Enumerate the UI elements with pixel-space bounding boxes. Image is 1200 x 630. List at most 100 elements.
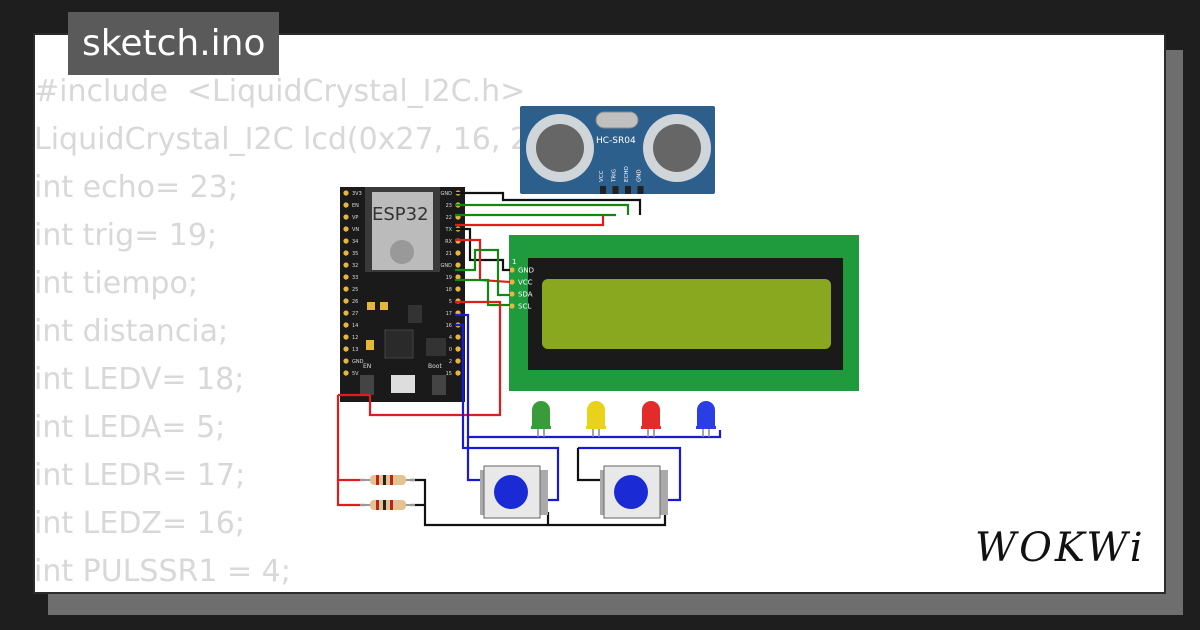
- esp32-label: ESP32: [372, 204, 429, 225]
- code-line: int LEDZ= 16;: [34, 506, 245, 541]
- esp32-pin-label: GND: [352, 359, 364, 365]
- lcd-pin1-label: 1: [512, 258, 516, 266]
- wire-lcd-vcc: [455, 238, 511, 284]
- wire-red-5v: [368, 300, 502, 417]
- esp32-pin[interactable]: [455, 250, 461, 256]
- led-0[interactable]: [531, 401, 551, 437]
- sensor-pin-label: TRIG: [612, 169, 618, 183]
- esp32-pin[interactable]: [343, 190, 349, 196]
- esp32-pin-label: 26: [352, 299, 358, 305]
- code-line: int tiempo;: [34, 266, 198, 301]
- wire-blue-2: [455, 323, 560, 502]
- wire-blue-3: [466, 437, 480, 482]
- resistor-2[interactable]: [360, 500, 415, 510]
- code-line: int trig= 19;: [34, 218, 218, 253]
- esp32-pin-label: 2: [449, 359, 452, 365]
- code-line: #include <LiquidCrystal_I2C.h>: [34, 74, 526, 109]
- wire-red-res2: [336, 480, 365, 507]
- lcd-pin[interactable]: [509, 279, 515, 285]
- led-1[interactable]: [586, 401, 606, 437]
- esp32-pin-label: RX: [445, 239, 452, 245]
- code-line: int LEDR= 17;: [34, 458, 246, 493]
- espressif-logo-icon: [390, 240, 414, 264]
- sensor-pin-label: ECHO: [624, 166, 630, 182]
- led-3[interactable]: [696, 401, 716, 437]
- wokwi-logo: WOKWi: [975, 525, 1146, 571]
- esp32-pin[interactable]: [455, 358, 461, 364]
- esp32-pin[interactable]: [343, 370, 349, 376]
- push-button-2[interactable]: [600, 465, 668, 519]
- wire-blue-4: [578, 446, 682, 502]
- lcd-pin[interactable]: [509, 291, 515, 297]
- en-label: EN: [363, 363, 371, 370]
- esp32-pin[interactable]: [455, 334, 461, 340]
- code-line: int LEDA= 5;: [34, 410, 226, 445]
- code-background: #include <LiquidCrystal_I2C.h>LiquidCrys…: [34, 68, 551, 596]
- esp32-pin-label: 27: [352, 311, 358, 317]
- lcd-pin[interactable]: [509, 303, 515, 309]
- esp32-pin-label: 22: [446, 215, 452, 221]
- esp32-pin-label: VP: [352, 215, 358, 221]
- esp32-pin[interactable]: [343, 250, 349, 256]
- esp32-pin-label: 3V3: [352, 191, 362, 197]
- esp32-pin[interactable]: [343, 262, 349, 268]
- resistor-1[interactable]: [360, 475, 415, 485]
- esp32-pin[interactable]: [455, 262, 461, 268]
- esp32-pin[interactable]: [343, 298, 349, 304]
- code-line: int distancia;: [34, 314, 229, 349]
- wire-echo-sensor: [455, 203, 630, 215]
- esp32-pin-label: 35: [352, 251, 358, 257]
- esp32-pin-label: 15: [446, 371, 452, 377]
- esp32-pin[interactable]: [455, 274, 461, 280]
- sensor-pin-label: GND: [637, 169, 643, 182]
- esp32-pin[interactable]: [343, 346, 349, 352]
- esp32-pin-label: 21: [446, 251, 452, 257]
- sensor-label: HC-SR04: [596, 136, 636, 146]
- esp32-pin-label: 12: [352, 335, 358, 341]
- push-button-1[interactable]: [480, 465, 548, 519]
- wires: [336, 191, 722, 527]
- esp32-pin-label: TX: [445, 227, 453, 233]
- esp32-pin[interactable]: [455, 286, 461, 292]
- lcd-pin-label: SCL: [518, 303, 531, 311]
- esp32-pin[interactable]: [343, 310, 349, 316]
- esp32-pin-label: GND: [441, 263, 453, 269]
- led-2[interactable]: [641, 401, 661, 437]
- esp32-pin-label: 23: [446, 203, 452, 209]
- esp32-pin[interactable]: [343, 274, 349, 280]
- esp32-pin[interactable]: [455, 346, 461, 352]
- esp32-pin-label: 25: [352, 287, 358, 293]
- lcd-pin-label: SDA: [518, 291, 533, 299]
- esp32-pin-label: 19: [446, 275, 452, 281]
- esp32-pin-label: 34: [352, 239, 358, 245]
- esp32-pin[interactable]: [343, 214, 349, 220]
- code-line: int echo= 23;: [34, 170, 238, 205]
- esp32-pin[interactable]: [343, 226, 349, 232]
- esp32-pin[interactable]: [343, 358, 349, 364]
- sensor-pin[interactable]: [625, 186, 631, 194]
- esp32-pin[interactable]: [455, 370, 461, 376]
- sensor-pin[interactable]: [637, 186, 644, 194]
- esp32-pin[interactable]: [343, 322, 349, 328]
- lcd-pin-label: GND: [518, 267, 534, 275]
- sensor-pin[interactable]: [612, 186, 619, 194]
- sensor-pin[interactable]: [600, 186, 606, 194]
- esp32-pin[interactable]: [343, 238, 349, 244]
- wire-lcd-sda: [455, 248, 510, 297]
- esp32-pin-label: GND: [441, 191, 453, 197]
- esp32-pin[interactable]: [343, 286, 349, 292]
- code-line: int LEDV= 18;: [34, 362, 245, 397]
- esp32-pin[interactable]: [343, 334, 349, 340]
- lcd-pin[interactable]: [509, 267, 515, 273]
- esp32-pin[interactable]: [343, 202, 349, 208]
- esp32-board[interactable]: ESP32 EN Boot 3V3ENVPVN34353233252627141…: [340, 187, 465, 402]
- esp32-pin-label: 16: [446, 323, 452, 329]
- esp32-pin-label: VN: [352, 227, 359, 233]
- esp32-pin-label: 5: [449, 299, 452, 305]
- wire-vcc-sensor: [455, 215, 605, 227]
